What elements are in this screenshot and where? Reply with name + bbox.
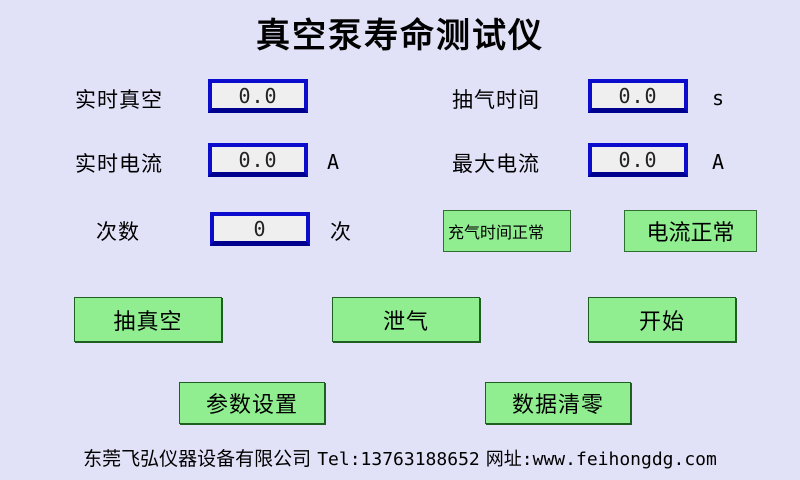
unit-pumping-time: s [712,86,725,110]
label-realtime-vacuum: 实时真空 [75,88,163,112]
status-badge-inflation-time-label: 充气时间正常 [448,223,545,242]
vent-button[interactable]: 泄气 [332,297,480,342]
status-badge-current: 电流正常 [624,210,757,252]
vent-button-label: 泄气 [382,309,429,335]
unit-realtime-current: A [327,150,340,174]
value-realtime-vacuum[interactable]: 0.0 [208,79,308,113]
footer-company: 东莞飞弘仪器设备有限公司 [83,448,312,470]
start-button-label: 开始 [638,309,685,335]
status-badge-current-label: 电流正常 [646,221,735,246]
status-badge-inflation-time: 充气时间正常 [443,210,571,252]
data-clear-button[interactable]: 数据清零 [485,382,631,424]
vacuum-button[interactable]: 抽真空 [74,297,222,342]
parameter-settings-button[interactable]: 参数设置 [179,382,325,424]
label-pumping-time: 抽气时间 [452,88,540,112]
start-button[interactable]: 开始 [588,297,736,342]
footer: 东莞飞弘仪器设备有限公司 Tel:13763188652 网址:www.feih… [0,444,800,471]
value-realtime-current[interactable]: 0.0 [208,143,308,177]
label-realtime-current: 实时电流 [75,152,163,176]
data-clear-button-label: 数据清零 [511,393,604,418]
parameter-settings-button-label: 参数设置 [205,393,298,418]
unit-cycle-count: 次 [330,220,352,244]
value-max-current[interactable]: 0.0 [588,143,688,177]
value-pumping-time[interactable]: 0.0 [588,79,688,113]
page-title: 真空泵寿命测试仪 [256,16,544,56]
label-max-current: 最大电流 [452,152,540,176]
footer-website: 网址:www.feihongdg.com [485,449,717,470]
vacuum-button-label: 抽真空 [113,309,183,335]
footer-telephone: Tel:13763188652 [317,449,480,470]
label-cycle-count: 次数 [96,220,140,244]
unit-max-current: A [712,150,725,174]
value-cycle-count[interactable]: 0 [210,212,310,246]
